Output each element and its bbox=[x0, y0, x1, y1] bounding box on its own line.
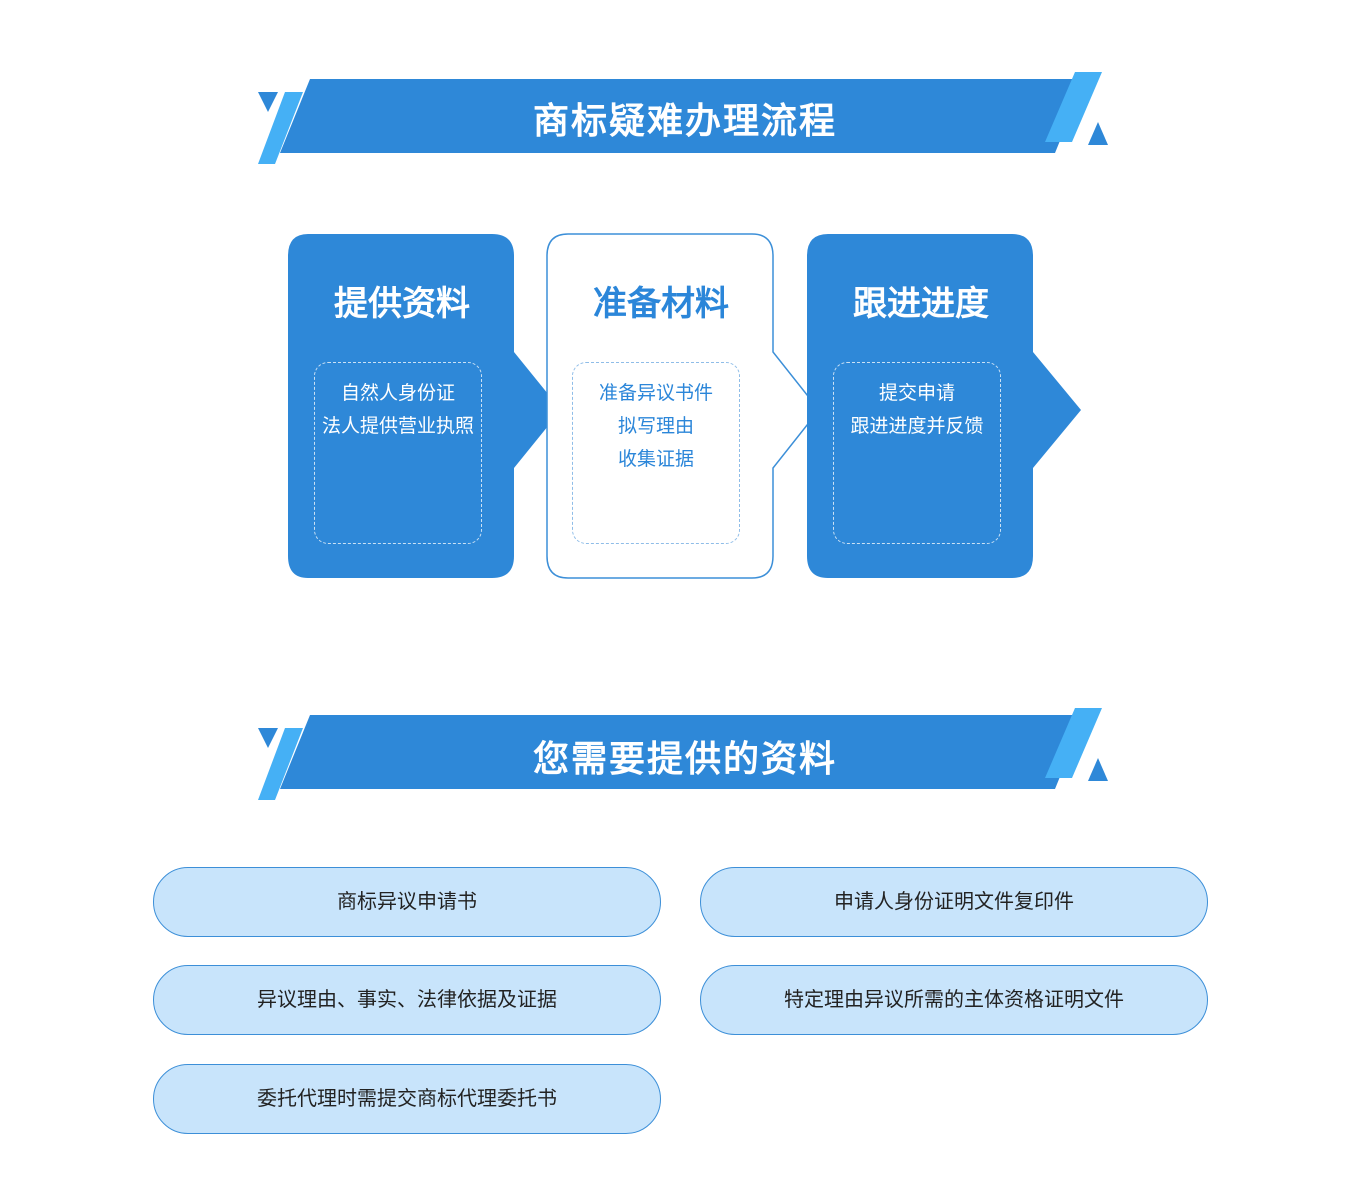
material-item: 特定理由异议所需的主体资格证明文件 bbox=[700, 965, 1208, 1035]
step-title-follow: 跟进进度 bbox=[853, 284, 989, 324]
material-item: 委托代理时需提交商标代理委托书 bbox=[153, 1064, 661, 1134]
step-title-prepare: 准备材料 bbox=[593, 284, 729, 324]
step-line: 拟写理由 bbox=[617, 415, 694, 437]
step-title-provide: 提供资料 bbox=[334, 284, 470, 324]
material-item: 申请人身份证明文件复印件 bbox=[700, 867, 1208, 937]
step-line: 收集证据 bbox=[617, 448, 694, 470]
step-box-prepare: 准备异议书件 拟写理由 收集证据 bbox=[572, 362, 740, 544]
section-title: 您需要提供的资料 bbox=[532, 739, 837, 780]
flow-shapes bbox=[288, 233, 1081, 579]
section-title: 商标疑难办理流程 bbox=[532, 101, 837, 142]
step-line: 法人提供营业执照 bbox=[321, 415, 474, 437]
step-line: 提交申请 bbox=[878, 382, 955, 404]
material-item: 异议理由、事实、法律依据及证据 bbox=[153, 965, 661, 1035]
step-box-provide: 自然人身份证 法人提供营业执照 bbox=[314, 362, 482, 544]
step-line: 准备异议书件 bbox=[598, 382, 713, 404]
step-box-follow: 提交申请 跟进进度并反馈 bbox=[833, 362, 1001, 544]
material-item: 商标异议申请书 bbox=[153, 867, 661, 937]
banner-shape bbox=[258, 72, 1108, 164]
section-banner-process: 商标疑难办理流程 bbox=[255, 70, 1115, 170]
step-line: 跟进进度并反馈 bbox=[850, 415, 984, 437]
banner-shape bbox=[258, 708, 1108, 800]
section-banner-materials: 您需要提供的资料 bbox=[255, 706, 1115, 806]
step-line: 自然人身份证 bbox=[340, 382, 455, 404]
process-flow: 提供资料 自然人身份证 法人提供营业执照 准备材料 准备异议书件 拟写理由 收集… bbox=[286, 232, 1086, 582]
